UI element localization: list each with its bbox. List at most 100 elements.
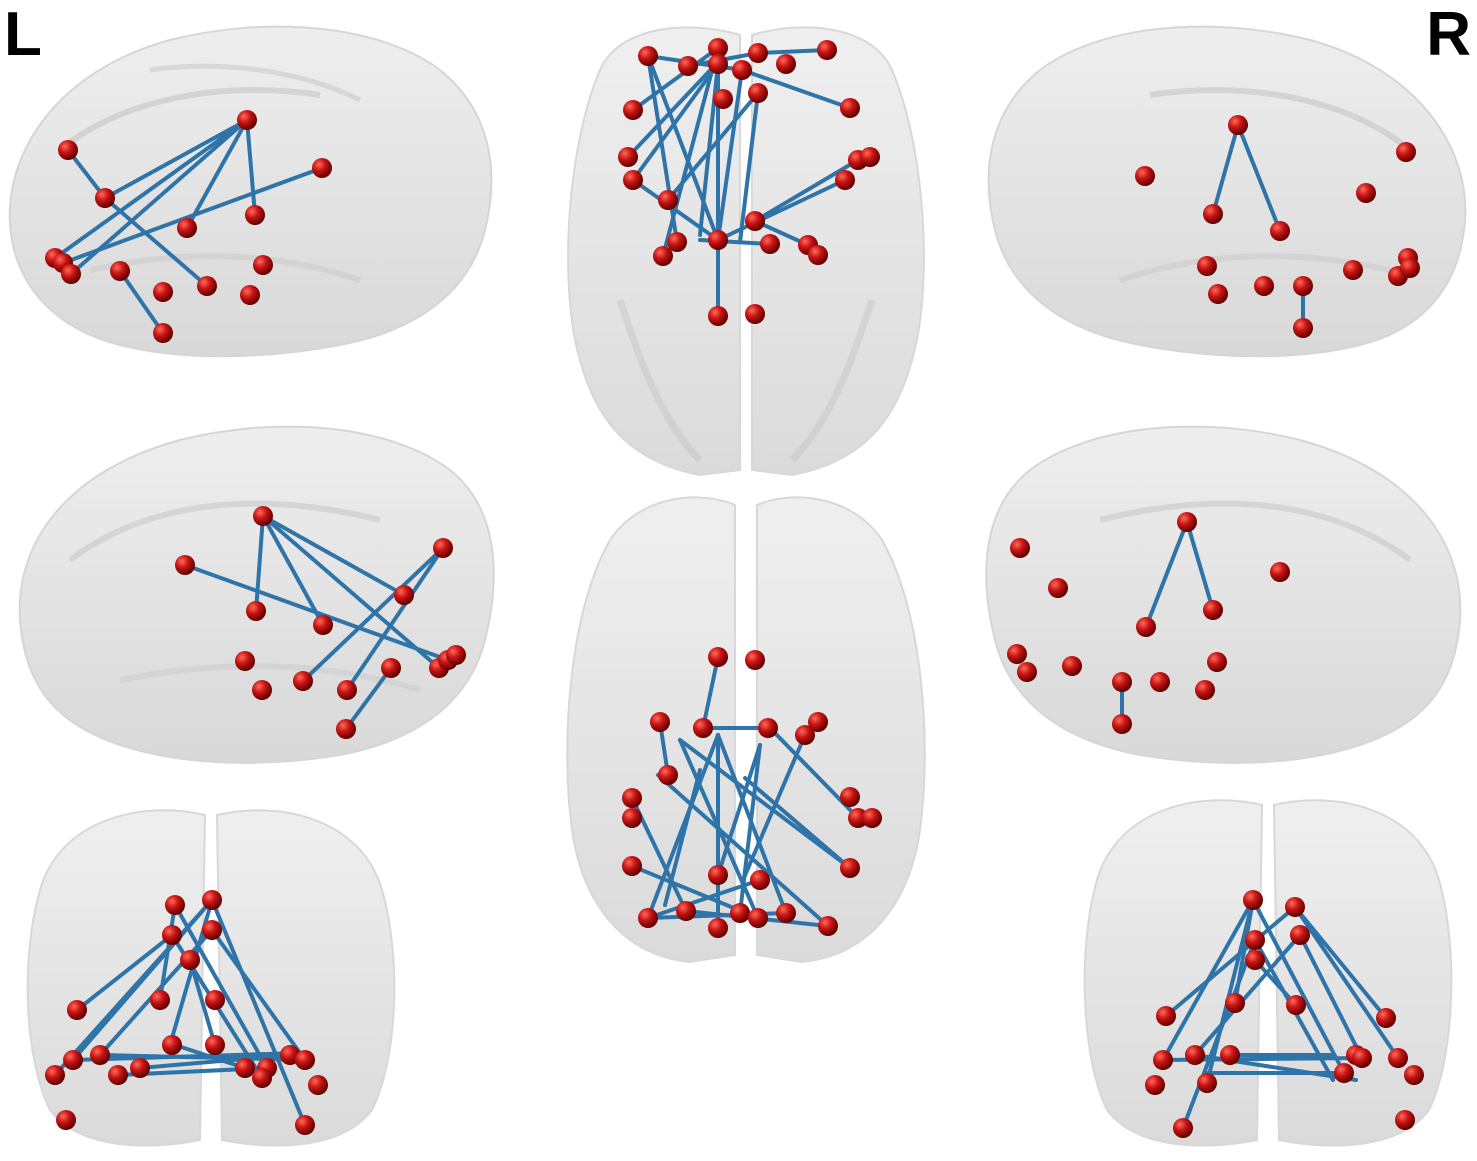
network-node: [1356, 183, 1376, 203]
network-node: [1293, 318, 1313, 338]
network-node: [1145, 1075, 1165, 1095]
posterior-view: [1083, 799, 1453, 1147]
network-node: [760, 234, 780, 254]
network-node: [708, 647, 728, 667]
network-node: [622, 856, 642, 876]
network-node: [840, 858, 860, 878]
network-node: [162, 925, 182, 945]
left-lateral-view: [8, 25, 493, 358]
network-node: [58, 140, 78, 160]
network-node: [108, 1065, 128, 1085]
network-node: [776, 903, 796, 923]
network-node: [1245, 930, 1265, 950]
network-node: [708, 54, 728, 74]
network-node: [840, 98, 860, 118]
network-node: [293, 671, 313, 691]
network-node: [295, 1115, 315, 1135]
right-lateral-view: [987, 25, 1467, 358]
network-node: [1203, 204, 1223, 224]
network-node: [61, 264, 81, 284]
network-node: [312, 158, 332, 178]
network-node: [67, 1000, 87, 1020]
network-node: [1404, 1065, 1424, 1085]
network-node: [618, 147, 638, 167]
network-node: [153, 323, 173, 343]
network-node: [750, 870, 770, 890]
network-node: [732, 60, 752, 80]
network-node: [1207, 652, 1227, 672]
network-node: [165, 895, 185, 915]
anterior-view: [26, 809, 396, 1147]
network-node: [1286, 995, 1306, 1015]
network-node: [197, 276, 217, 296]
network-node: [63, 1050, 83, 1070]
network-node: [1197, 1073, 1217, 1093]
network-node: [1228, 115, 1248, 135]
network-node: [202, 890, 222, 910]
network-node: [1270, 562, 1290, 582]
network-node: [1208, 284, 1228, 304]
network-node: [1062, 656, 1082, 676]
network-node: [45, 1065, 65, 1085]
network-node: [1136, 617, 1156, 637]
network-node: [1195, 680, 1215, 700]
network-node: [252, 1068, 272, 1088]
network-node: [1112, 672, 1132, 692]
network-node: [110, 261, 130, 281]
network-node: [676, 901, 696, 921]
network-node: [1254, 276, 1274, 296]
network-node: [1396, 142, 1416, 162]
network-node: [1185, 1045, 1205, 1065]
network-node: [1285, 897, 1305, 917]
network-node: [1010, 538, 1030, 558]
network-node: [1156, 1006, 1176, 1026]
network-node: [313, 615, 333, 635]
network-node: [708, 918, 728, 938]
network-node: [848, 808, 868, 828]
network-node: [748, 908, 768, 928]
network-node: [745, 304, 765, 324]
network-node: [433, 538, 453, 558]
network-node: [1173, 1118, 1193, 1138]
network-node: [658, 190, 678, 210]
inferior-view: [566, 496, 926, 964]
network-node: [818, 916, 838, 936]
left-hemisphere-label: L: [4, 0, 42, 69]
network-node: [653, 246, 673, 266]
network-node: [623, 100, 643, 120]
network-node: [235, 1058, 255, 1078]
network-node: [252, 680, 272, 700]
network-node: [337, 680, 357, 700]
network-node: [638, 46, 658, 66]
network-node: [237, 110, 257, 130]
network-node: [1197, 256, 1217, 276]
network-node: [1388, 1048, 1408, 1068]
network-node: [776, 54, 796, 74]
network-node: [56, 1110, 76, 1130]
network-node: [1270, 221, 1290, 241]
network-node: [295, 1050, 315, 1070]
network-node: [394, 585, 414, 605]
network-node: [1220, 1045, 1240, 1065]
network-node: [678, 56, 698, 76]
network-node: [808, 712, 828, 732]
network-node: [1150, 672, 1170, 692]
network-node: [1293, 276, 1313, 296]
network-node: [175, 555, 195, 575]
network-node: [253, 506, 273, 526]
network-node: [860, 147, 880, 167]
network-node: [1135, 166, 1155, 186]
network-node: [336, 719, 356, 739]
network-node: [808, 245, 828, 265]
network-node: [650, 712, 670, 732]
right-medial-view: [985, 425, 1462, 764]
network-node: [708, 38, 728, 58]
network-node: [623, 170, 643, 190]
network-node: [1017, 662, 1037, 682]
network-node: [1203, 600, 1223, 620]
network-node: [622, 788, 642, 808]
network-node: [308, 1075, 328, 1095]
network-node: [658, 765, 678, 785]
network-node: [245, 205, 265, 225]
